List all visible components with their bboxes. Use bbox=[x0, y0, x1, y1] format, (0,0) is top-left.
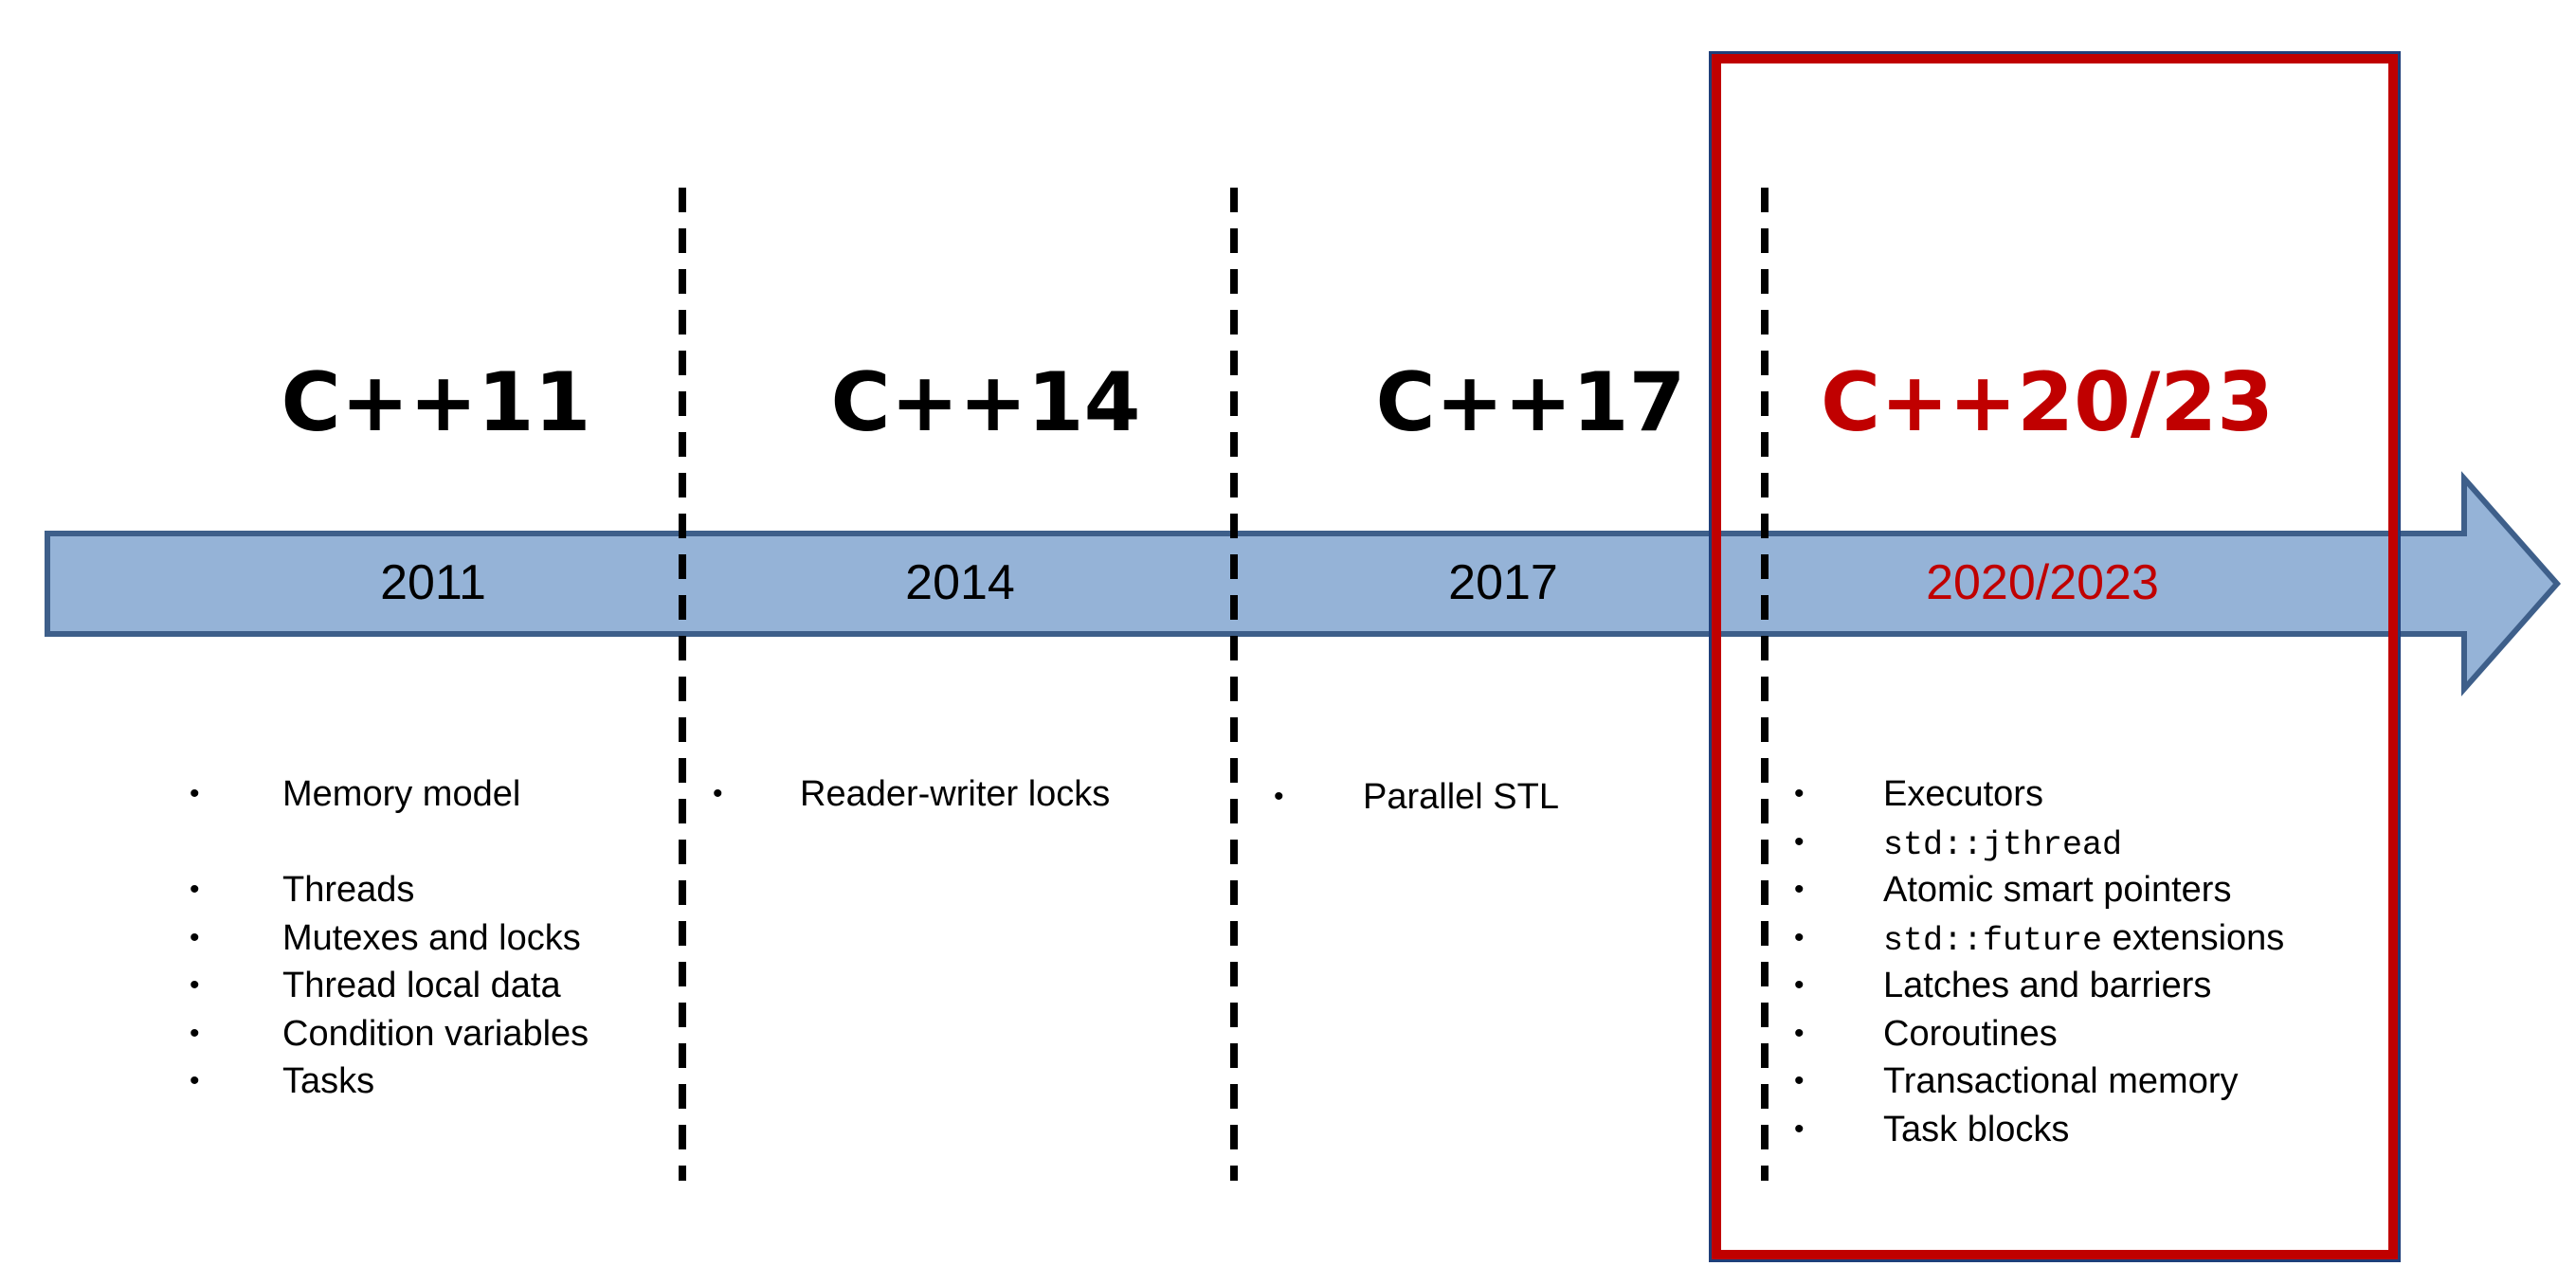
list-item: • Thread local data bbox=[190, 962, 589, 1010]
bullet: • bbox=[190, 874, 200, 905]
list-item: • Task blocks bbox=[1794, 1106, 2284, 1154]
era-year-2020-2023: 2020/2023 bbox=[1926, 555, 2159, 610]
bullet: • bbox=[1794, 969, 1805, 1001]
bullet: • bbox=[1794, 1017, 1805, 1049]
feature-label: Mutexes and locks bbox=[282, 917, 581, 958]
feature-label: Transactional memory bbox=[1883, 1061, 2239, 1101]
bullet: • bbox=[713, 778, 723, 809]
feature-label: Thread local data bbox=[282, 966, 561, 1005]
bullet: • bbox=[190, 1065, 200, 1096]
current-era-highlight-box bbox=[1709, 51, 2401, 1262]
feature-list-cpp17: • Parallel STL bbox=[1274, 773, 1559, 822]
feature-label: Tasks bbox=[282, 1061, 375, 1101]
list-item: • Coroutines bbox=[1794, 1010, 2284, 1058]
era-title-cpp20-23: C++20/23 bbox=[1821, 355, 2274, 450]
feature-list-cpp14: • Reader-writer locks bbox=[713, 770, 1110, 819]
bullet: • bbox=[190, 778, 200, 809]
era-year-2011: 2011 bbox=[380, 555, 486, 610]
feature-label: std::future bbox=[1883, 921, 2103, 960]
feature-label: Threads bbox=[282, 870, 415, 910]
list-item: • std::future extensions bbox=[1794, 914, 2284, 963]
list-item: • Condition variables bbox=[190, 1010, 589, 1058]
bullet: • bbox=[1274, 781, 1284, 812]
bullet: • bbox=[190, 921, 200, 953]
era-title-cpp14: C++14 bbox=[830, 355, 1141, 450]
bullet: • bbox=[1794, 825, 1805, 858]
feature-label: Atomic smart pointers bbox=[1883, 870, 2232, 910]
feature-label: Task blocks bbox=[1883, 1109, 2070, 1149]
bullet: • bbox=[190, 969, 200, 1001]
list-item: • Executors bbox=[1794, 770, 2284, 819]
bullet: • bbox=[1794, 1065, 1805, 1096]
feature-label: Latches and barriers bbox=[1883, 966, 2212, 1005]
list-item: • Reader-writer locks bbox=[713, 770, 1110, 819]
bullet: • bbox=[1794, 874, 1805, 905]
list-item: • std::jthread bbox=[1794, 819, 2284, 867]
feature-label: std::jthread bbox=[1883, 825, 2123, 864]
feature-label: Condition variables bbox=[282, 1013, 590, 1054]
feature-label: Memory model bbox=[282, 774, 521, 814]
list-item: • Transactional memory bbox=[1794, 1058, 2284, 1106]
list-item: • Mutexes and locks bbox=[190, 914, 589, 963]
list-item: • Latches and barriers bbox=[1794, 962, 2284, 1010]
feature-list-cpp11: • Memory model • Threads • Mutexes and l… bbox=[190, 770, 589, 1106]
bullet: • bbox=[190, 1017, 200, 1049]
bullet: • bbox=[1794, 778, 1805, 809]
timeline-arrow bbox=[45, 471, 2562, 696]
feature-label: Reader-writer locks bbox=[800, 774, 1111, 814]
feature-label: Parallel STL bbox=[1363, 777, 1559, 817]
era-title-cpp11: C++11 bbox=[281, 355, 591, 450]
era-title-cpp17: C++17 bbox=[1375, 355, 1686, 450]
list-item: • Threads bbox=[190, 866, 589, 914]
bullet: • bbox=[1794, 1112, 1805, 1145]
list-item: • Parallel STL bbox=[1274, 773, 1559, 822]
era-year-2014: 2014 bbox=[905, 555, 1015, 610]
feature-label: Coroutines bbox=[1883, 1013, 2058, 1054]
era-year-2017: 2017 bbox=[1448, 555, 1558, 610]
list-item: • Tasks bbox=[190, 1058, 589, 1106]
feature-list-cpp20-23: • Executors • std::jthread • Atomic smar… bbox=[1794, 770, 2284, 1153]
feature-label: Executors bbox=[1883, 774, 2043, 814]
list-item: • Memory model bbox=[190, 770, 589, 819]
bullet: • bbox=[1794, 921, 1805, 953]
list-item: • Atomic smart pointers bbox=[1794, 866, 2284, 914]
feature-label-suffix: extensions bbox=[2102, 917, 2285, 958]
